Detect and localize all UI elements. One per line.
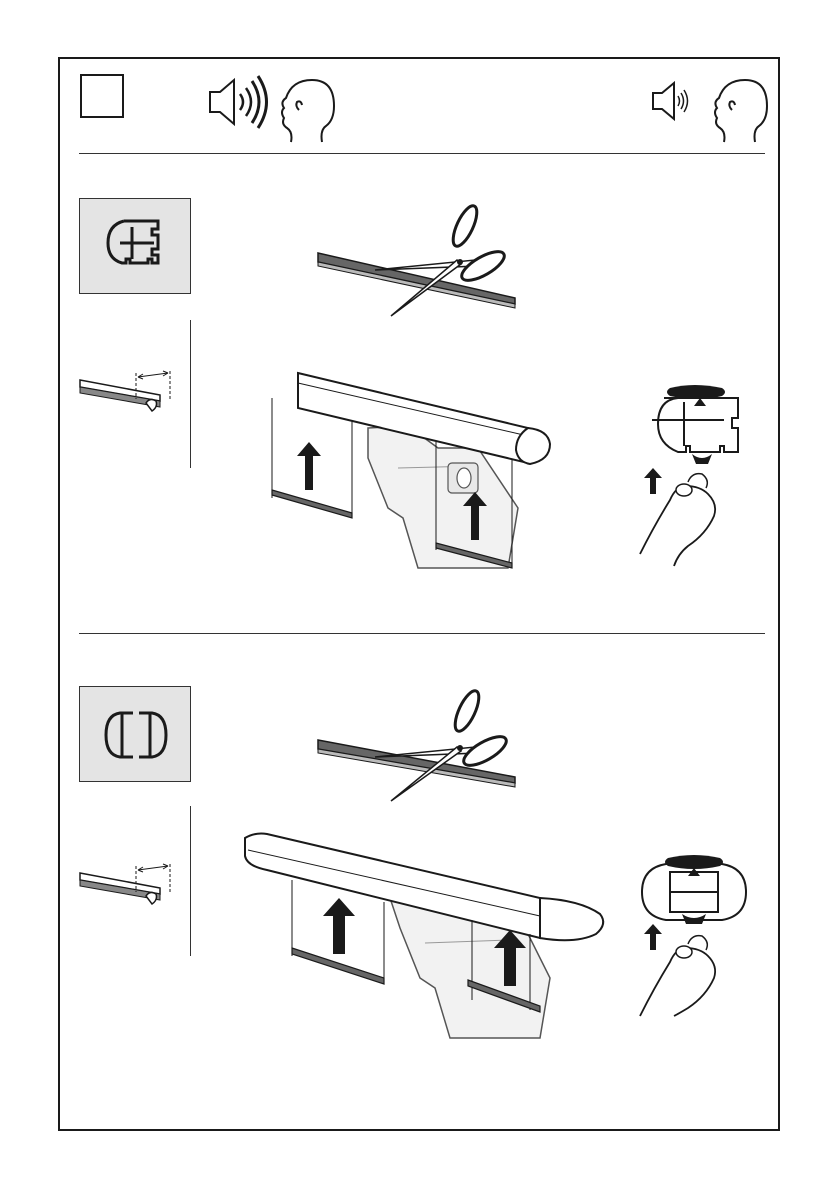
profile-tile-slotted-bar — [79, 198, 191, 294]
listener-head-icon — [277, 78, 332, 144]
listener-head-icon — [710, 78, 765, 144]
press-strip-into-slotted-profile-illustration — [632, 384, 752, 556]
roof-bar-with-foot-illustration — [268, 368, 558, 578]
quiet-speaker-icon — [650, 80, 696, 124]
header-divider — [79, 153, 765, 154]
strip-overhang-measure-detail — [80, 858, 180, 918]
wing-bar-with-foot-illustration — [240, 828, 610, 1046]
slotted-square-bar-profile-icon — [102, 213, 168, 279]
section-divider — [79, 633, 765, 634]
section-1-vertical-guide — [190, 320, 191, 468]
loud-speaker-icon — [205, 74, 275, 134]
section-2-vertical-guide — [190, 806, 191, 956]
scissors-cutting-strip-illustration — [315, 685, 525, 810]
wing-bar-profile-icon — [100, 707, 172, 763]
scissors-cutting-strip-illustration — [315, 198, 525, 323]
step-number-box — [80, 74, 124, 118]
press-strip-into-wing-profile-illustration — [632, 856, 752, 1018]
profile-tile-wing-bar — [79, 686, 191, 782]
strip-overhang-measure-detail — [80, 365, 180, 425]
